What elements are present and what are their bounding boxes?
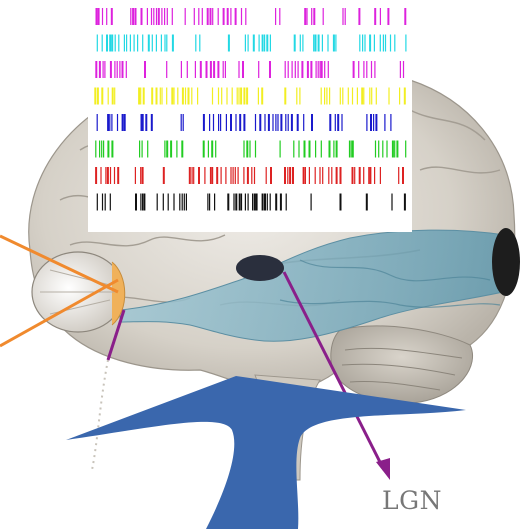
lgn-nucleus-icon xyxy=(236,255,284,281)
lgn-label: LGN xyxy=(382,486,442,515)
spike-raster-panel xyxy=(88,0,412,232)
dotted-trace xyxy=(92,360,108,470)
visual-cortex-cap xyxy=(492,228,520,296)
